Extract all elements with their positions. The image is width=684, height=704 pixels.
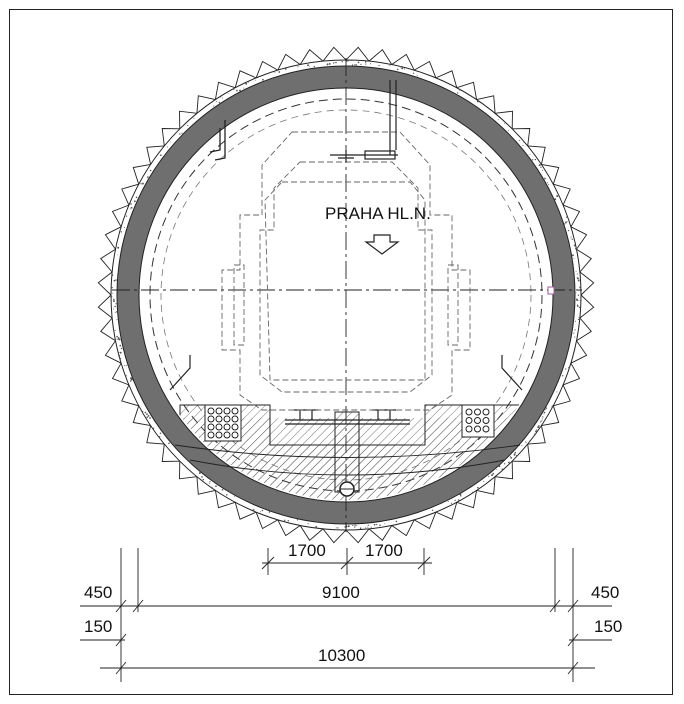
drawing-frame: [9, 9, 673, 695]
clearance-circle-outer: [149, 98, 543, 492]
dim-150-right: 150: [594, 617, 622, 636]
handrails: [169, 355, 523, 391]
dim-10300: 10300: [318, 646, 365, 665]
direction-label: PRAHA HL.N.: [325, 204, 431, 223]
dim-9100: 9100: [322, 583, 360, 602]
dim-1700-right: 1700: [365, 541, 403, 560]
dim-450-right: 450: [591, 583, 619, 602]
overhead-catenary: [330, 80, 398, 162]
concrete-speckle: [110, 59, 582, 529]
dim-150-left: 150: [84, 617, 112, 636]
rails: [285, 409, 410, 425]
tunnel-lining: [117, 66, 575, 524]
dim-450-left: 450: [84, 583, 112, 602]
left-bracket: [209, 120, 226, 161]
cable-duct-left: [204, 404, 242, 442]
direction-arrow-icon: [364, 234, 400, 255]
vehicle-gauge: [221, 131, 471, 411]
dimension-lines: [80, 548, 612, 682]
dim-1700-left: 1700: [288, 541, 326, 560]
outer-segment-teeth: [97, 46, 595, 544]
central-drain-shaft: [334, 411, 360, 493]
wall-marker: [547, 286, 555, 295]
cable-duct-left-circles: [207, 407, 239, 439]
cable-duct-right-circles: [465, 408, 490, 433]
